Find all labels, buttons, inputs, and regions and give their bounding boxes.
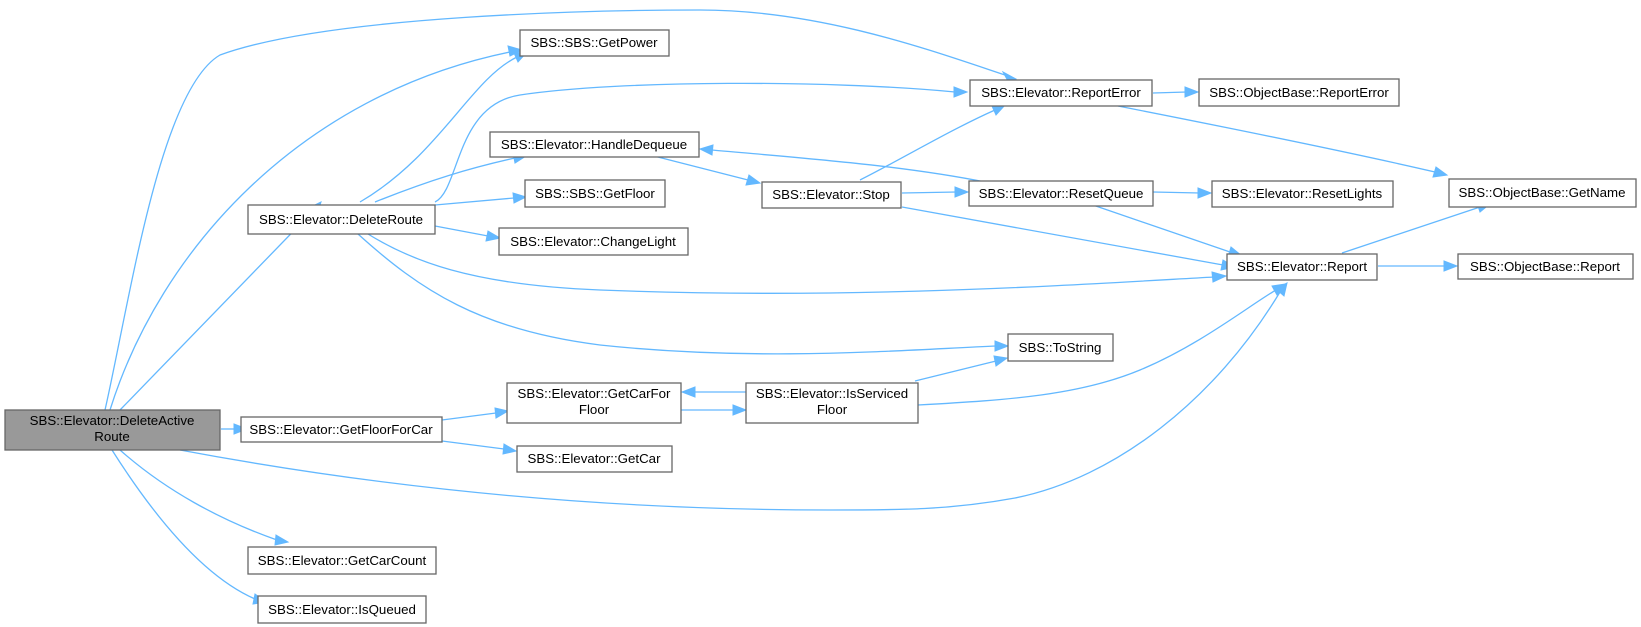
node-get-car-for-floor[interactable]: SBS::Elevator::GetCarFor Floor	[506, 382, 682, 424]
edge-deleteroute-to-handledequeue	[374, 152, 528, 203]
node-change-light[interactable]: SBS::Elevator::ChangeLight	[498, 227, 689, 256]
edge-deleteactiveroute-to-getcarcount	[119, 449, 290, 546]
edge-isservicedfloor-to-tostring	[914, 355, 1009, 382]
node-reset-queue[interactable]: SBS::Elevator::ResetQueue	[968, 180, 1154, 207]
edge-deleteroute-to-getfloor	[434, 192, 528, 206]
node-report[interactable]: SBS::Elevator::Report	[1226, 253, 1378, 281]
edge-isservicedfloor-to-getcarforfloor	[680, 386, 746, 398]
edge-resetqueue-to-handledequeue	[698, 144, 986, 183]
edge-handledequeue-to-stop	[649, 154, 762, 186]
node-report-error[interactable]: SBS::Elevator::ReportError	[969, 79, 1153, 107]
node-label: SBS::ObjectBase::ReportError	[1209, 85, 1389, 100]
call-nodes: SBS::Elevator::DeleteActive Route SBS::E…	[4, 29, 1637, 624]
node-label: SBS::ObjectBase::Report	[1470, 259, 1620, 274]
node-label: SBS::Elevator::IsQueued	[268, 602, 416, 617]
node-label: SBS::Elevator::GetCar	[527, 451, 661, 466]
edge-resetqueue-to-resetlights	[1152, 187, 1213, 199]
node-reset-lights[interactable]: SBS::Elevator::ResetLights	[1211, 180, 1394, 208]
node-label: SBS::Elevator::IsServiced	[756, 386, 908, 401]
node-delete-active-route[interactable]: SBS::Elevator::DeleteActive Route	[4, 409, 221, 451]
node-is-serviced-floor[interactable]: SBS::Elevator::IsServiced Floor	[745, 382, 919, 424]
edge-report-to-getname	[1341, 202, 1493, 254]
node-label: SBS::Elevator::ResetQueue	[979, 186, 1144, 201]
node-handle-dequeue[interactable]: SBS::Elevator::HandleDequeue	[489, 131, 700, 158]
node-label: SBS::ToString	[1019, 340, 1102, 355]
edge-reporterror-to-objreporterror	[1152, 86, 1200, 98]
node-label: SBS::Elevator::Report	[1237, 259, 1367, 274]
node-stop[interactable]: SBS::Elevator::Stop	[761, 181, 902, 209]
node-objectbase-get-name[interactable]: SBS::ObjectBase::GetName	[1448, 178, 1637, 208]
edge-stop-to-report	[901, 206, 1237, 271]
node-label: SBS::Elevator::ChangeLight	[510, 234, 676, 249]
node-label: SBS::Elevator::HandleDequeue	[501, 137, 687, 152]
node-label: SBS::ObjectBase::GetName	[1458, 185, 1625, 200]
edge-getfloorforcar-to-getcar	[441, 440, 518, 455]
node-is-queued[interactable]: SBS::Elevator::IsQueued	[257, 595, 427, 624]
node-label: SBS::Elevator::DeleteRoute	[259, 212, 423, 227]
node-objectbase-report[interactable]: SBS::ObjectBase::Report	[1457, 253, 1634, 280]
edge-stop-to-resetqueue	[901, 186, 970, 198]
edge-stop-to-reporterror	[859, 103, 1008, 181]
node-label: Floor	[579, 402, 610, 417]
node-label: SBS::Elevator::ResetLights	[1222, 186, 1383, 201]
node-label: Floor	[817, 402, 848, 417]
node-label: SBS::Elevator::Stop	[772, 187, 890, 202]
node-delete-route[interactable]: SBS::Elevator::DeleteRoute	[247, 204, 436, 235]
node-label: SBS::Elevator::GetCarFor	[518, 386, 672, 401]
edge-deleteroute-to-reporterror	[434, 82, 969, 203]
edge-deleteroute-to-tostring	[357, 233, 1010, 355]
node-get-power[interactable]: SBS::SBS::GetPower	[519, 29, 670, 57]
edge-getfloorforcar-to-getcarforfloor	[441, 407, 510, 421]
edge-getcarforfloor-to-isservicedfloor	[681, 404, 748, 416]
node-objectbase-report-error[interactable]: SBS::ObjectBase::ReportError	[1198, 78, 1400, 107]
edge-reporterror-to-getname	[1117, 105, 1449, 178]
node-get-floor[interactable]: SBS::SBS::GetFloor	[524, 179, 666, 208]
node-get-car[interactable]: SBS::Elevator::GetCar	[516, 445, 673, 473]
node-get-car-count[interactable]: SBS::Elevator::GetCarCount	[247, 546, 437, 575]
edge-deleteroute-to-getpower	[359, 51, 529, 203]
node-label: SBS::SBS::GetFloor	[535, 186, 655, 201]
node-label: SBS::Elevator::ReportError	[981, 85, 1141, 100]
node-to-string[interactable]: SBS::ToString	[1007, 333, 1114, 362]
call-edges	[104, 9, 1493, 605]
edge-isservicedfloor-to-report	[917, 283, 1287, 406]
edge-deleteactiveroute-to-reporterror	[104, 9, 1018, 411]
node-label: SBS::Elevator::DeleteActive	[30, 413, 195, 428]
edge-report-to-objreport	[1378, 260, 1459, 272]
node-get-floor-for-car[interactable]: SBS::Elevator::GetFloorForCar	[240, 416, 443, 443]
node-label: Route	[94, 429, 129, 444]
node-label: SBS::SBS::GetPower	[530, 35, 658, 50]
edge-deleteactiveroute-to-report	[179, 282, 1288, 511]
edge-deleteroute-to-changelight	[434, 225, 502, 242]
edge-resetqueue-to-report	[1089, 203, 1244, 258]
node-label: SBS::Elevator::GetFloorForCar	[249, 422, 433, 437]
edge-deleteroute-to-report	[367, 233, 1228, 294]
node-label: SBS::Elevator::GetCarCount	[258, 553, 427, 568]
